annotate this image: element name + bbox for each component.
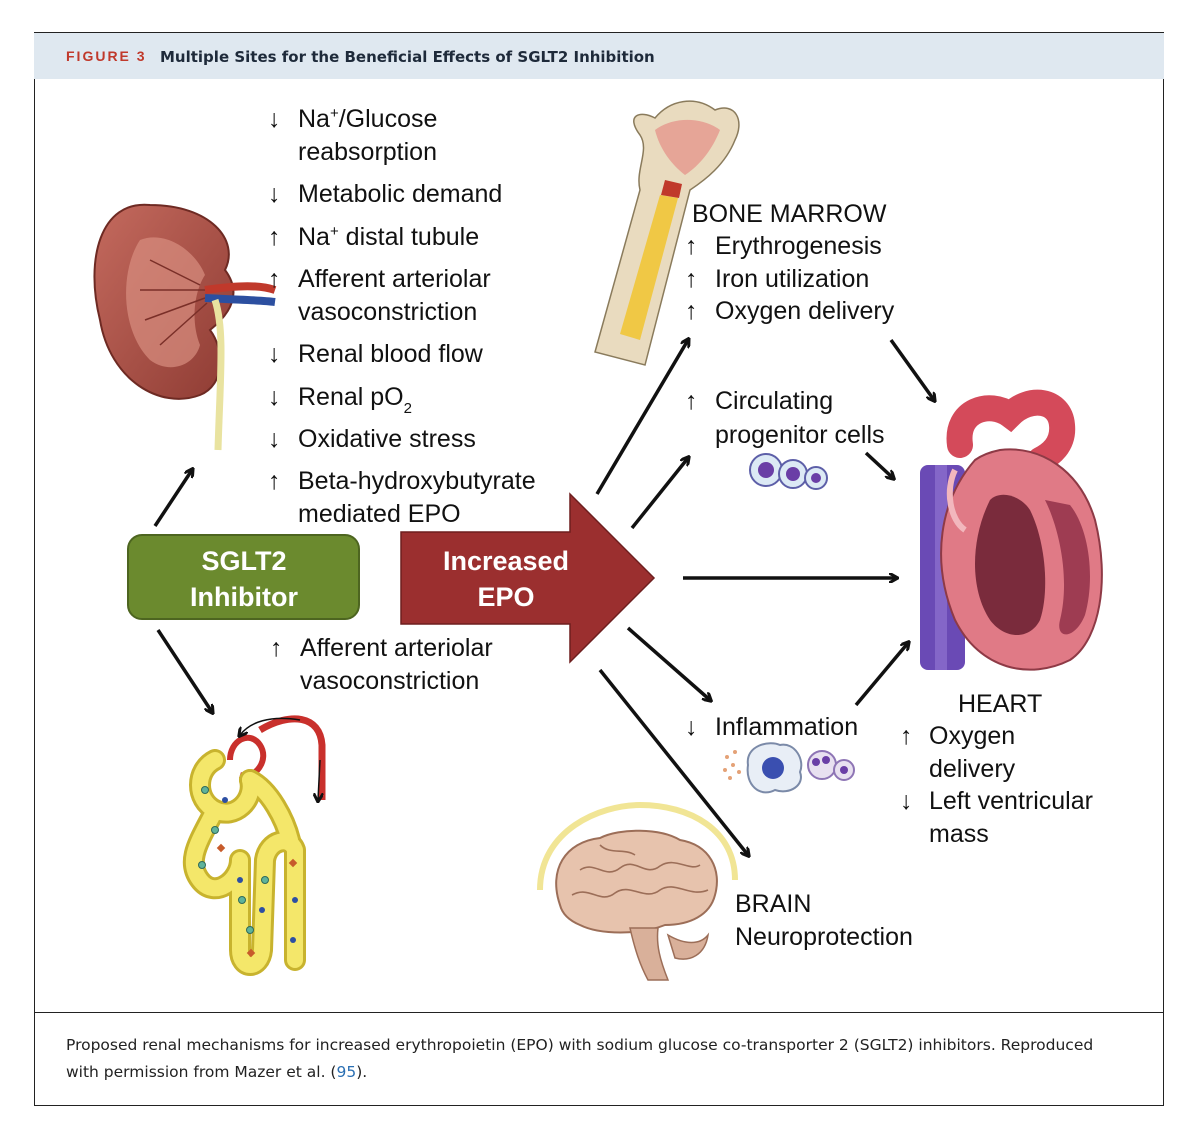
- arrow-epo-to-brain: [598, 668, 748, 855]
- epo-label-line1: Increased: [443, 546, 569, 576]
- arrow-bone-marrow-to-heart: [889, 338, 934, 400]
- progenitor-line2: progenitor cells: [715, 421, 885, 449]
- brain-effects: BRAIN Neuroprotection: [735, 890, 913, 951]
- inflammation-label: Inflammation: [715, 713, 858, 741]
- sglt2-label-line1: SGLT2: [201, 546, 286, 576]
- kidney-effect-arrow: ↓: [268, 180, 281, 208]
- progenitor-effect: ↑ Circulating progenitor cells: [685, 387, 885, 449]
- sglt2-label-line2: Inhibitor: [190, 582, 298, 612]
- heart-item-arrow: ↓: [900, 787, 913, 815]
- nephron-effect-line1: Afferent arteriolar: [300, 634, 493, 662]
- inflammation-cells-illustration: [723, 742, 855, 794]
- progenitor-arrow: ↑: [685, 387, 698, 415]
- heart-item-arrow: ↑: [900, 722, 913, 750]
- increased-epo-node: Increased EPO: [400, 492, 656, 664]
- kidney-illustration: [93, 203, 277, 451]
- kidney-effects-list: ↓ Na+/Glucose reabsorption ↓ Metabolic d…: [268, 105, 536, 528]
- caption-reference-link[interactable]: 95: [336, 1063, 357, 1081]
- arrow-epo-to-inflammation: [626, 626, 710, 700]
- arrow-inflammation-to-heart: [854, 643, 908, 707]
- nephron-effect-arrow: ↑: [270, 634, 283, 662]
- kidney-effect-text: Metabolic demand: [298, 180, 502, 208]
- bone-marrow-item-arrow: ↑: [685, 232, 698, 260]
- arrow-sglt2-to-kidney: [153, 470, 192, 527]
- kidney-effect-arrow: ↓: [268, 105, 281, 133]
- sglt2-inhibitor-node: SGLT2 Inhibitor: [127, 534, 360, 620]
- kidney-effect-arrow: ↑: [268, 223, 281, 251]
- caption-divider: [34, 1012, 1164, 1013]
- heart-effects: HEART ↑ Oxygen delivery ↓ Left ventricul…: [900, 690, 1093, 848]
- inflammation-arrow: ↓: [685, 713, 698, 741]
- kidney-effect-text-line2: mediated EPO: [298, 500, 461, 528]
- kidney-effect-arrow: ↓: [268, 340, 281, 368]
- kidney-effect-text: Na+ distal tubule: [298, 223, 479, 251]
- bone-marrow-item: Oxygen delivery: [715, 297, 895, 325]
- bone-marrow-item: Erythrogenesis: [715, 232, 882, 260]
- progenitor-line1: Circulating: [715, 387, 833, 415]
- heart-item-line1: Left ventricular: [929, 787, 1093, 815]
- bone-marrow-item-arrow: ↑: [685, 265, 698, 293]
- figure-title: Multiple Sites for the Beneficial Effect…: [160, 48, 655, 66]
- brain-subtitle: Neuroprotection: [735, 923, 913, 951]
- bone-marrow-item-arrow: ↑: [685, 297, 698, 325]
- kidney-effect-arrow: ↓: [268, 425, 281, 453]
- kidney-effect-text: Beta-hydroxybutyrate: [298, 467, 536, 495]
- kidney-effect-text-line2: vasoconstriction: [298, 298, 477, 326]
- kidney-effect-arrow: ↑: [268, 467, 281, 495]
- arrow-epo-to-progenitor: [630, 458, 688, 530]
- kidney-effect-text: Renal pO2: [298, 383, 412, 417]
- heart-title: HEART: [958, 690, 1042, 718]
- kidney-effect-text: Na+/Glucose: [298, 105, 437, 133]
- figure-caption: Proposed renal mechanisms for increased …: [66, 1032, 1126, 1086]
- caption-text-end: ).: [356, 1063, 368, 1081]
- inflammation-effect: ↓ Inflammation: [685, 713, 858, 741]
- kidney-effect-arrow: ↓: [268, 383, 281, 411]
- nephron-effect-line2: vasoconstriction: [300, 667, 479, 695]
- epo-label-line2: EPO: [477, 582, 534, 612]
- nephron-illustration: [182, 715, 326, 976]
- brain-title: BRAIN: [735, 890, 811, 918]
- kidney-effect-arrow: ↑: [268, 265, 281, 293]
- figure-header: [34, 33, 1164, 79]
- kidney-effect-text-line2: reabsorption: [298, 138, 437, 166]
- figure-frame: [34, 32, 1164, 1106]
- progenitor-cells-illustration: [749, 453, 828, 490]
- heart-illustration: [920, 389, 1103, 671]
- kidney-effect-text: Renal blood flow: [298, 340, 484, 368]
- bone-marrow-illustration: [594, 100, 740, 366]
- kidney-effect-text: Oxidative stress: [298, 425, 476, 453]
- brain-illustration: [537, 801, 738, 981]
- arrow-epo-to-bone-marrow: [595, 340, 688, 495]
- arrow-progenitor-to-heart: [864, 451, 893, 478]
- arrow-sglt2-to-nephron: [156, 629, 212, 712]
- nephron-effect: ↑ Afferent arteriolar vasoconstriction: [270, 634, 493, 695]
- bone-marrow-title: BONE MARROW: [692, 200, 887, 228]
- bone-marrow-item: Iron utilization: [715, 265, 869, 293]
- kidney-effect-text: Afferent arteriolar: [298, 265, 491, 293]
- heart-item-line2: mass: [929, 820, 989, 848]
- heart-item-line1: Oxygen: [929, 722, 1015, 750]
- caption-text: Proposed renal mechanisms for increased …: [66, 1036, 1094, 1081]
- figure-number: FIGURE 3: [66, 48, 147, 64]
- diagram-canvas: SGLT2 Inhibitor Increased EPO ↓ Na+/Gluc…: [93, 100, 1103, 981]
- bone-marrow-effects: BONE MARROW ↑ Erythrogenesis ↑ Iron util…: [685, 200, 895, 325]
- heart-item-line2: delivery: [929, 755, 1016, 783]
